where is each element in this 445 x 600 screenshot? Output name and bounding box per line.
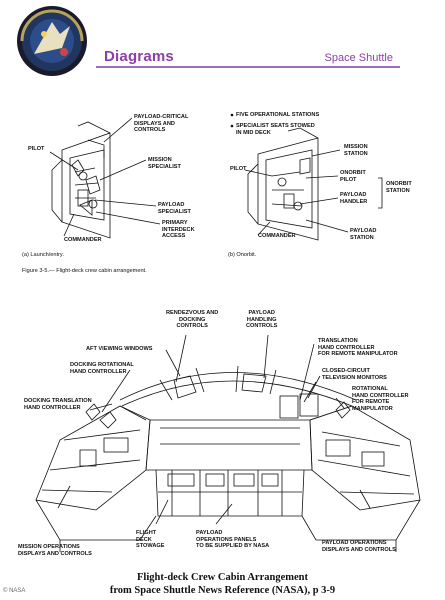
label-docking-translation: DOCKING TRANSLATION HAND CONTROLLER — [24, 398, 92, 411]
label-mission-operations: MISSION OPERATIONS DISPLAYS AND CONTROLS — [18, 544, 92, 557]
label-commander-b: COMMANDER — [258, 233, 296, 239]
label-commander-a: COMMANDER — [64, 237, 102, 243]
label-payload-operations-panels: PAYLOAD OPERATIONS PANELS TO BE SUPPLIED… — [196, 530, 270, 550]
label-aft-viewing-windows: AFT VIEWING WINDOWS — [86, 346, 153, 352]
header-divider — [96, 66, 400, 68]
label-docking-rotational: DOCKING ROTATIONAL HAND CONTROLLER — [70, 362, 134, 375]
label-payload-critical-displays: PAYLOAD-CRITICAL DISPLAYS AND CONTROLS — [134, 114, 189, 134]
label-payload-handler: PAYLOAD HANDLER — [340, 192, 368, 205]
note-specialist-seats: SPECIALIST SEATS STOWED IN MID DECK — [236, 123, 315, 136]
caption-line-1: Flight-deck Crew Cabin Arrangement — [137, 572, 308, 583]
label-onorbit-station: ONORBIT STATION — [386, 181, 412, 194]
subcaption-a: (a) Launch/entry. — [22, 252, 64, 258]
figure-caption: Figure 3-5.— Flight-deck crew cabin arra… — [22, 268, 147, 274]
label-mission-station: MISSION STATION — [344, 144, 368, 157]
label-cctv-monitors: CLOSED-CIRCUIT TELEVISION MONITORS — [322, 368, 387, 381]
fig-b-cabin-drawing — [247, 127, 319, 241]
label-onorbit-pilot: ONORBIT PILOT — [340, 170, 366, 183]
flight-deck-drawing — [35, 365, 421, 552]
label-payload-operations-displays: PAYLOAD OPERATIONS DISPLAYS AND CONTROLS — [322, 540, 396, 553]
label-primary-interdeck-access: PRIMARY INTERDECK ACCESS — [162, 220, 195, 240]
caption-line-2: from Space Shuttle News Reference (NASA)… — [109, 585, 336, 596]
label-pilot-b: PILOT — [230, 166, 247, 172]
note-five-stations: FIVE OPERATIONAL STATIONS — [236, 112, 320, 118]
label-rotational-hand-controller: ROTATIONAL HAND CONTROLLER FOR REMOTE MA… — [352, 386, 409, 412]
label-mission-specialist: MISSION SPECIALIST — [148, 157, 181, 170]
mission-patch-logo — [17, 6, 87, 76]
image-credit: © NASA — [3, 588, 26, 594]
label-flight-deck-stowage: FLIGHT DECK STOWAGE — [136, 530, 165, 550]
label-translation-hand-controller: TRANSLATION HAND CONTROLLER FOR REMOTE M… — [318, 338, 398, 358]
page-subtitle: Space Shuttle — [324, 52, 394, 64]
label-payload-station: PAYLOAD STATION — [350, 228, 377, 241]
label-payload-handling: PAYLOAD HANDLING CONTROLS — [246, 310, 278, 330]
subcaption-b: (b) Onorbit. — [228, 252, 257, 258]
label-rendezvous-docking: RENDEZVOUS AND DOCKING CONTROLS — [166, 310, 219, 330]
label-pilot-a: PILOT — [28, 146, 45, 152]
page-title: Diagrams — [104, 48, 174, 65]
fig-a-cabin-drawing — [51, 121, 111, 239]
page-header: Diagrams Space Shuttle — [0, 0, 445, 92]
label-payload-specialist: PAYLOAD SPECIALIST — [158, 202, 191, 215]
